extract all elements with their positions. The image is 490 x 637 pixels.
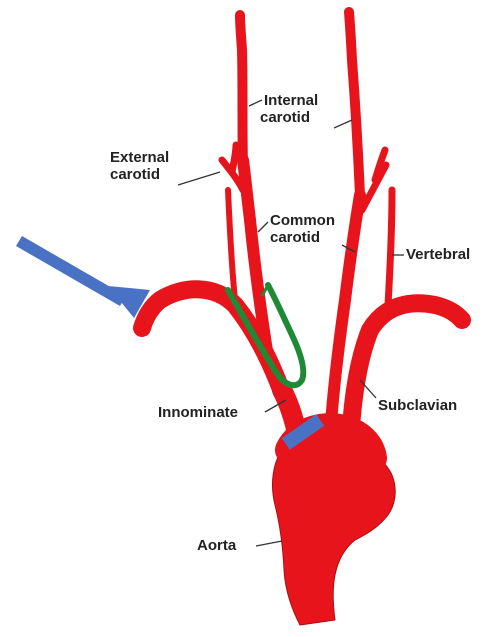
- label-aorta: Aorta: [197, 537, 236, 554]
- label-common-carotid-line1: Common: [270, 212, 335, 229]
- label-external-carotid-line2: carotid: [110, 166, 169, 183]
- leader-internal-carotid: [249, 100, 262, 106]
- leader-external-carotid: [178, 172, 220, 185]
- label-internal-carotid: Internal carotid: [264, 92, 318, 126]
- label-common-carotid: Common carotid: [270, 212, 335, 246]
- right-internal-carotid-vessel: [240, 15, 243, 165]
- label-external-carotid-line1: External: [110, 149, 169, 166]
- label-internal-carotid-line2: carotid: [260, 109, 318, 126]
- label-internal-carotid-line1: Internal: [264, 92, 318, 109]
- leader-internal-carotid-2: [334, 120, 352, 128]
- leader-aorta: [256, 541, 282, 546]
- label-innominate: Innominate: [158, 404, 238, 421]
- arrow-icon: [16, 236, 150, 318]
- left-vertebral-vessel: [388, 190, 392, 305]
- label-vertebral: Vertebral: [406, 246, 470, 263]
- left-internal-carotid-vessel: [349, 12, 360, 195]
- left-external-carotid-vessel: [362, 150, 386, 210]
- label-subclavian: Subclavian: [378, 397, 457, 414]
- left-subclavian-vessel: [350, 303, 462, 445]
- label-common-carotid-line2: carotid: [270, 229, 335, 246]
- right-vertebral-vessel: [228, 190, 235, 300]
- leader-common-carotid: [258, 222, 268, 232]
- label-external-carotid: External carotid: [110, 149, 169, 183]
